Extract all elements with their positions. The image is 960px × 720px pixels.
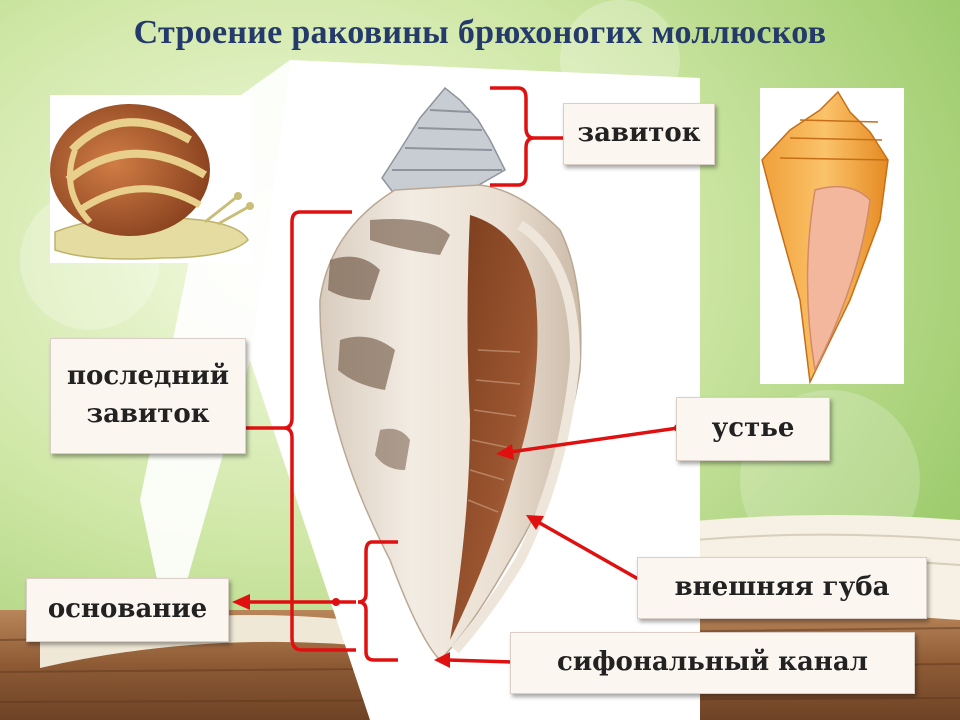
slide-title: Строение раковины брюхоногих моллюсков xyxy=(133,14,827,51)
outer-lip-arrow xyxy=(526,515,641,582)
label-last-whorl-line2: завиток xyxy=(86,399,210,429)
label-siphonal-canal: сифональный канал xyxy=(510,632,915,694)
last-whorl-bracket xyxy=(244,210,356,652)
label-siphonal-canal-text: сифональный канал xyxy=(556,647,869,678)
label-aperture-text: устье xyxy=(711,413,795,444)
label-spire: завиток xyxy=(563,103,715,165)
label-base: основание xyxy=(26,578,229,642)
siphonal-canal-arrow xyxy=(434,652,513,668)
spiral-shell-image xyxy=(760,88,904,385)
base-arrowhead xyxy=(232,594,250,610)
label-spire-text: завиток xyxy=(577,118,701,149)
label-base-text: основание xyxy=(47,594,208,625)
label-aperture: устье xyxy=(676,397,830,461)
label-outer-lip-text: внешняя губа xyxy=(674,572,890,603)
garden-snail-image xyxy=(50,95,254,263)
base-pointer-dot xyxy=(332,598,340,606)
label-last-whorl: последний завиток xyxy=(50,338,246,454)
label-last-whorl-line1: последний xyxy=(66,361,229,392)
label-outer-lip: внешняя губа xyxy=(637,557,927,619)
spire-bracket xyxy=(490,86,566,187)
